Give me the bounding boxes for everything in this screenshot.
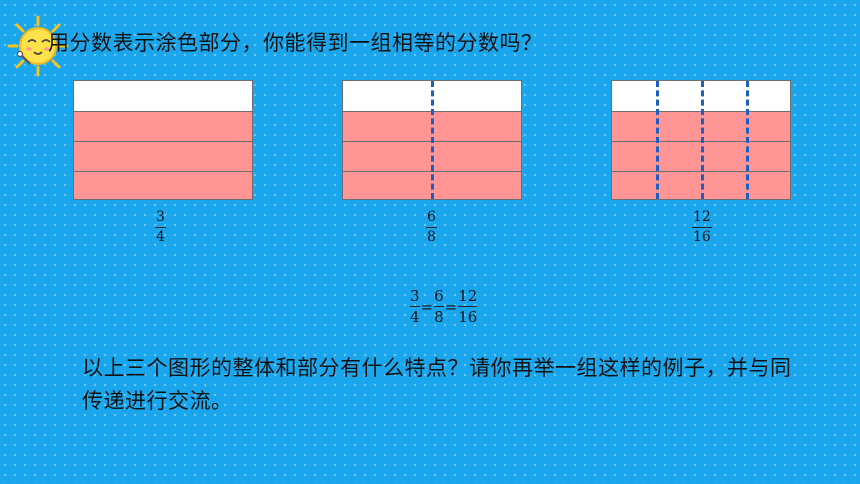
fraction-label-sixteenths: 12 16 bbox=[692, 209, 712, 246]
numerator: 6 bbox=[427, 209, 436, 225]
shaded-row bbox=[74, 141, 252, 171]
denominator: 4 bbox=[156, 229, 165, 245]
equals-sign: = bbox=[420, 297, 434, 316]
unshaded-row bbox=[74, 81, 252, 111]
fraction-bar bbox=[410, 306, 420, 307]
equation-fraction: 3 4 bbox=[410, 287, 420, 326]
fraction-figure-quarters bbox=[73, 80, 253, 200]
equals-sign: = bbox=[444, 297, 458, 316]
numerator: 12 bbox=[693, 209, 711, 225]
equation-fraction: 6 8 bbox=[434, 287, 444, 326]
numerator: 3 bbox=[156, 209, 165, 225]
equation-fraction: 12 16 bbox=[458, 287, 478, 326]
fraction-bar bbox=[434, 306, 444, 307]
numerator: 6 bbox=[434, 287, 444, 305]
discussion-question: 以上三个图形的整体和部分有什么特点？请你再举一组这样的例子，并与同传递进行交流。 bbox=[82, 356, 792, 413]
fraction-bar bbox=[692, 227, 712, 228]
sun-icon bbox=[7, 15, 69, 77]
dashed-divider bbox=[656, 81, 659, 199]
fraction-figure-eighths bbox=[342, 80, 522, 200]
fraction-figure-sixteenths bbox=[611, 80, 791, 200]
denominator: 4 bbox=[410, 308, 420, 326]
shaded-row bbox=[74, 171, 252, 199]
numerator: 12 bbox=[458, 287, 478, 305]
fraction-label-eighths: 6 8 bbox=[426, 209, 437, 246]
denominator: 8 bbox=[427, 229, 436, 245]
fraction-bar bbox=[155, 227, 166, 228]
dashed-divider bbox=[431, 81, 434, 199]
numerator: 3 bbox=[410, 287, 420, 305]
dashed-divider bbox=[746, 81, 749, 199]
fraction-equation: 3 4 = 6 8 = 12 16 bbox=[410, 287, 478, 326]
dashed-divider bbox=[701, 81, 704, 199]
shaded-row bbox=[74, 111, 252, 141]
fraction-bar bbox=[426, 227, 437, 228]
denominator: 16 bbox=[693, 229, 711, 245]
fraction-bar bbox=[458, 306, 478, 307]
denominator: 16 bbox=[458, 308, 478, 326]
page-title: 用分数表示涂色部分，你能得到一组相等的分数吗？ bbox=[48, 31, 543, 55]
denominator: 8 bbox=[434, 308, 444, 326]
fraction-label-quarters: 3 4 bbox=[155, 209, 166, 246]
